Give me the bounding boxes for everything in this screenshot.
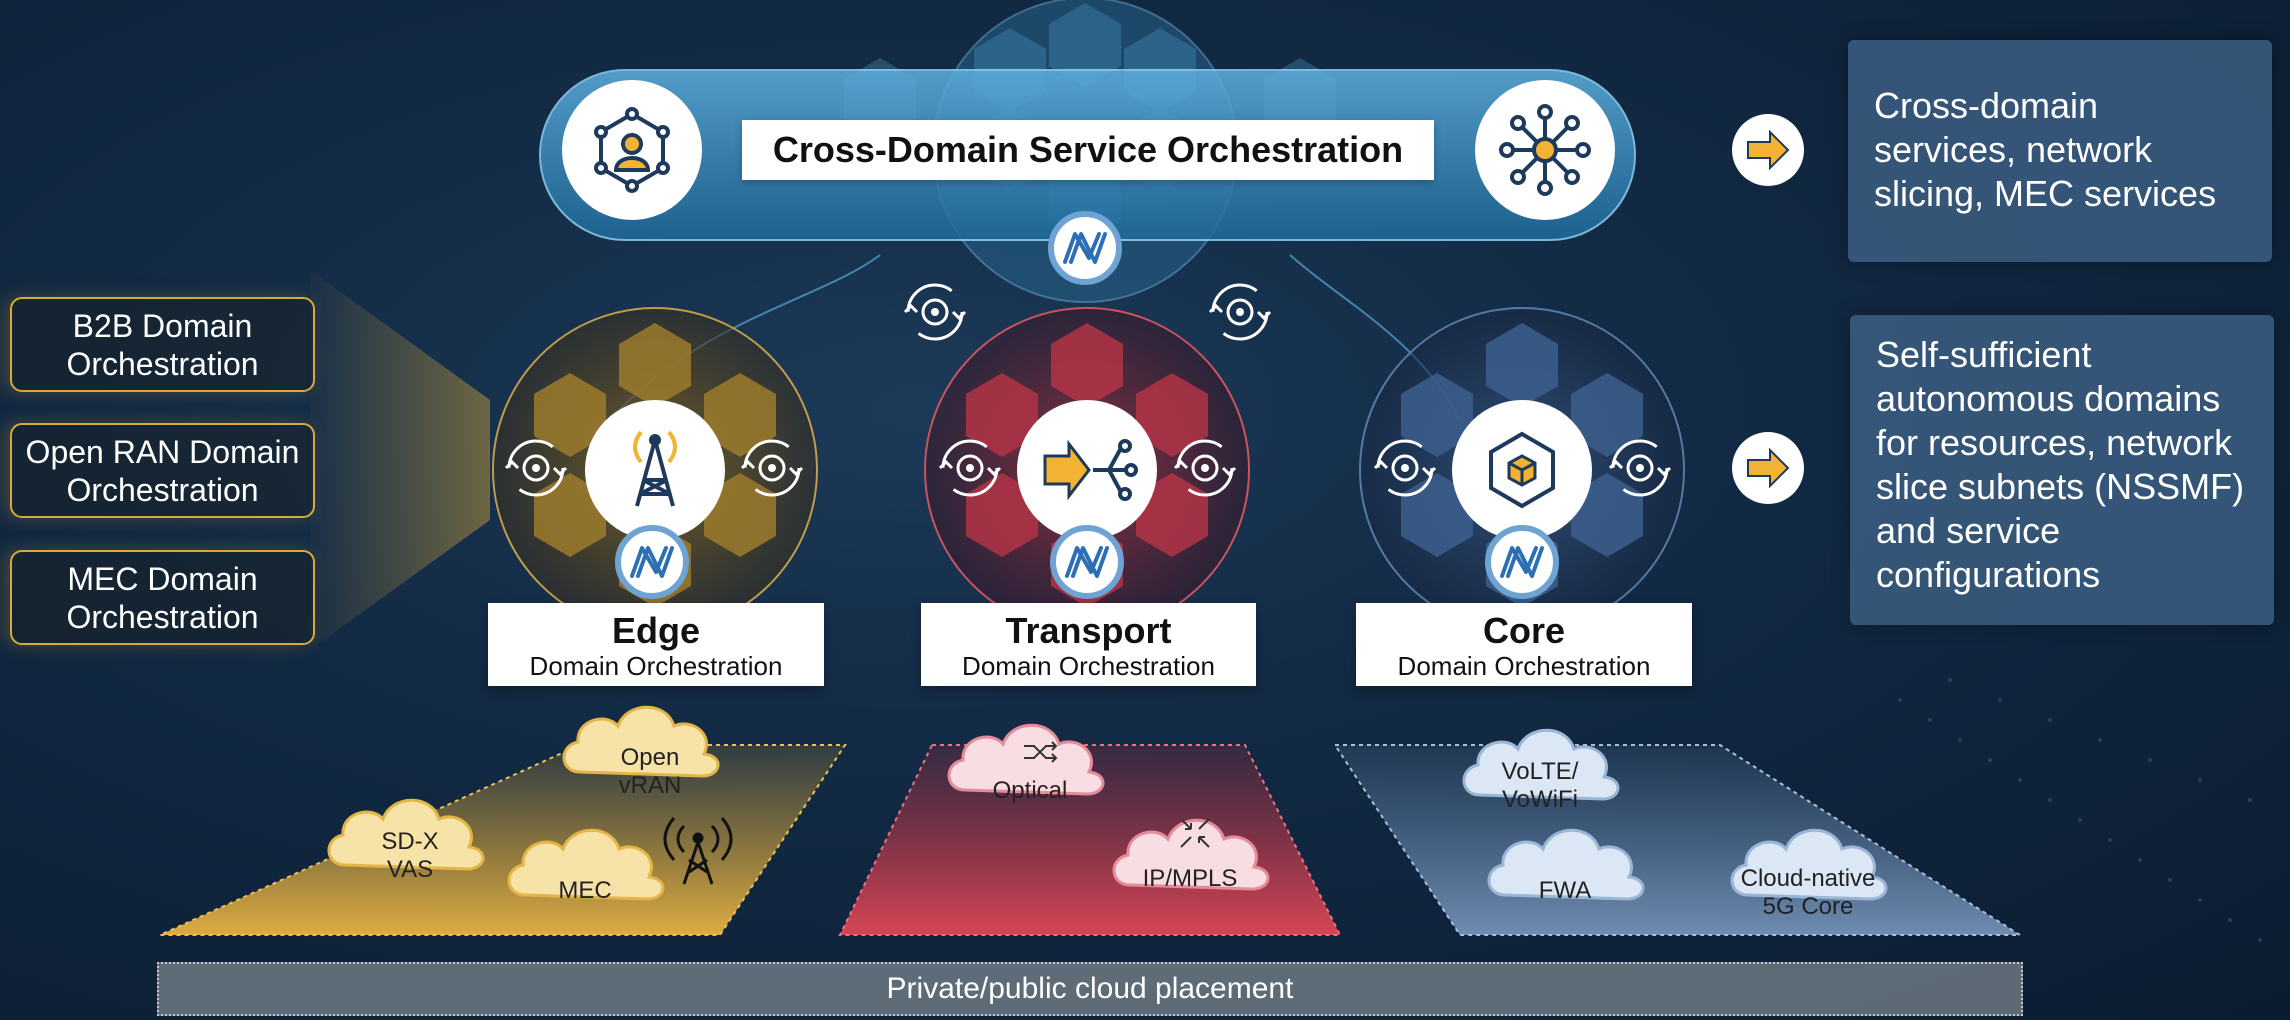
domain-subtitle: Domain Orchestration xyxy=(962,651,1215,681)
antenna-icon xyxy=(663,817,733,885)
arrow-icon xyxy=(1732,432,1804,504)
domain-subtitle: Domain Orchestration xyxy=(529,651,783,681)
hub-network-icon xyxy=(1499,104,1591,196)
domain-title: Core xyxy=(1482,610,1566,651)
edge-funnel xyxy=(310,270,490,650)
cloud-placement-bar: Private/public cloud placement xyxy=(157,962,2023,1016)
n-logo-icon xyxy=(1051,214,1119,282)
domain-subtitle: Domain Orchestration xyxy=(1397,651,1651,681)
open-ran-domain-box: Open RAN Domain Orchestration xyxy=(10,423,315,518)
edge-platform xyxy=(159,744,847,936)
arrow-icon xyxy=(1732,114,1804,186)
sync-gear-icon xyxy=(1208,283,1272,341)
transport-domain-label: Transport Domain Orchestration xyxy=(921,603,1256,686)
cloud-label-optical: Optical xyxy=(992,777,1068,804)
sync-gear-icon xyxy=(903,283,967,341)
arrows-inward-icon xyxy=(1180,818,1210,848)
edge-domain-label: Edge Domain Orchestration xyxy=(488,603,824,686)
mec-domain-box: MEC Domain Orchestration xyxy=(10,550,315,645)
cloud-label-sdx-vas: SD-X VAS xyxy=(381,828,439,883)
cloud-label-fwa: FWA xyxy=(1538,877,1592,904)
autonomous-domains-box: Self-sufficient autonomous domains for r… xyxy=(1850,315,2274,625)
cross-domain-services-box: Cross-domain services, network slicing, … xyxy=(1848,40,2272,262)
cloud-label-volte-vowifi: VoLTE/ VoWiFi xyxy=(1501,758,1579,813)
b2b-domain-box: B2B Domain Orchestration xyxy=(10,297,315,392)
domain-title: Transport xyxy=(1005,610,1172,651)
arrow-routing-icon xyxy=(1043,439,1138,501)
radio-tower-icon xyxy=(633,430,677,507)
top-title: Cross-Domain Service Orchestration xyxy=(742,120,1434,180)
cloud-label-mec: MEC xyxy=(558,877,612,904)
cube-hexagon-icon xyxy=(1489,431,1555,509)
shuffle-icon xyxy=(1024,741,1058,763)
domain-title: Edge xyxy=(611,610,700,651)
background-dots xyxy=(1898,678,2262,942)
edge-domain-cluster xyxy=(492,307,818,633)
cloud-label-open-vran: Open vRAN xyxy=(618,744,682,799)
people-network-icon xyxy=(594,107,670,193)
core-platform xyxy=(1333,744,2024,936)
cloud-label-5g-core: Cloud-native 5G Core xyxy=(1740,865,1876,920)
core-domain-label: Core Domain Orchestration xyxy=(1356,603,1692,686)
cloud-label-ip-mpls: IP/MPLS xyxy=(1142,865,1238,892)
